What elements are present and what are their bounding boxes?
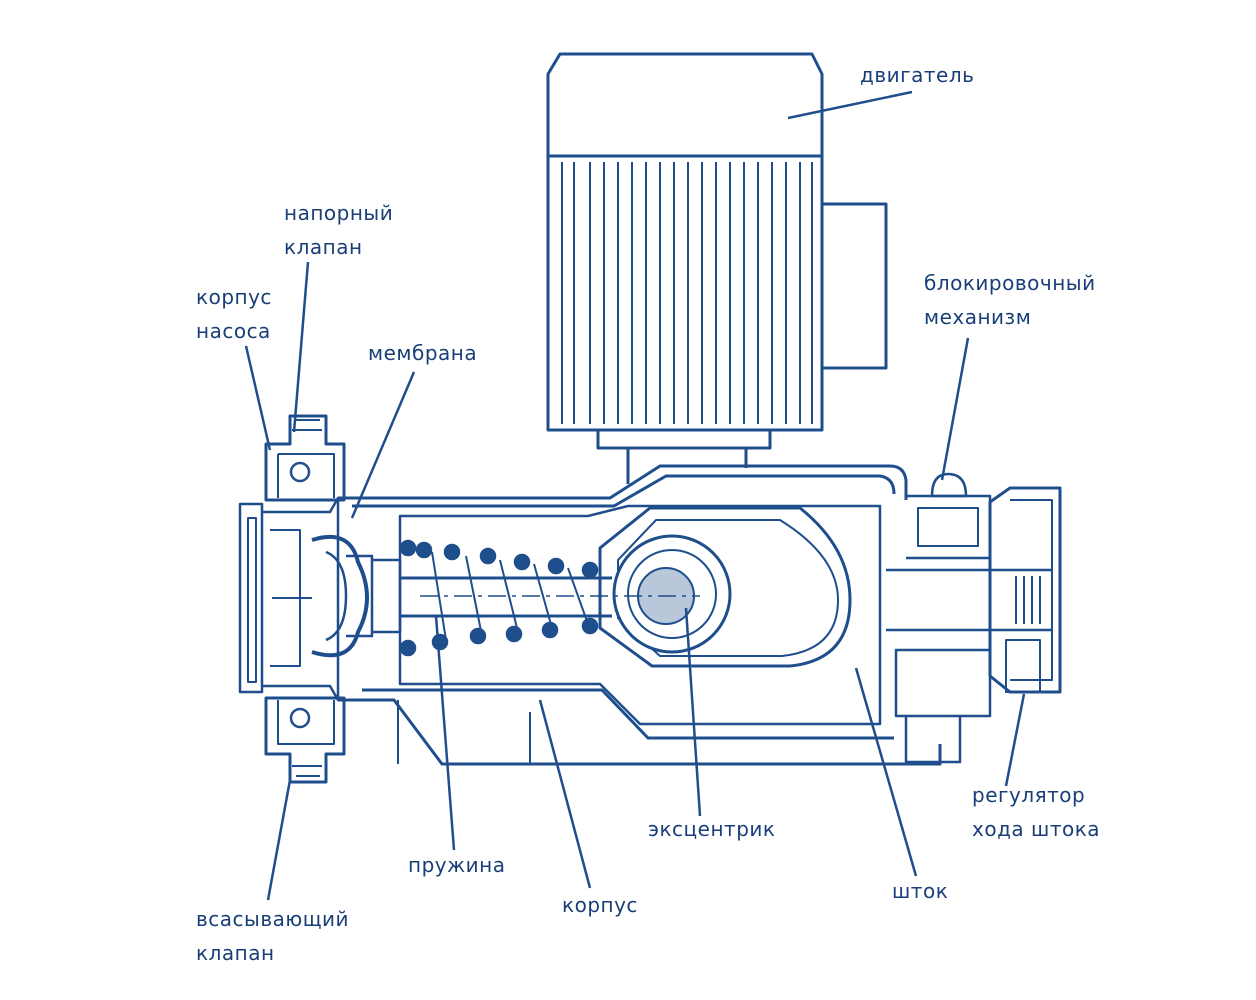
spring-label: пружина (408, 853, 506, 877)
stroke-regulator-label: регулятор хода штока (972, 783, 1101, 841)
motor-drawing (546, 52, 888, 484)
motor-label: двигатель (860, 63, 975, 87)
discharge-valve-label: напорный клапан (284, 201, 394, 259)
eccentric-link-drawing (598, 506, 852, 668)
pump-body-label: корпус насоса (196, 285, 272, 343)
suction-valve-drawing (264, 696, 346, 784)
suction-valve-label: всасывающий клапан (196, 907, 350, 965)
eccentric-drawing (612, 534, 732, 654)
membrane-label: мембрана (368, 341, 478, 365)
pump-head-drawing (238, 496, 340, 702)
stroke-regulator-drawing (886, 486, 1062, 764)
spring-coil-lines (431, 551, 589, 641)
locking-mechanism-drawing (906, 472, 992, 560)
housing-drawing (338, 464, 942, 766)
locking-mechanism-label: блокировочный механизм (924, 271, 1096, 329)
leader-lines (244, 90, 1026, 901)
spring-drawing (399, 539, 599, 657)
discharge-valve-drawing (264, 414, 346, 502)
membrane-drawing (311, 534, 402, 658)
housing-label: корпус (562, 893, 638, 917)
eccentric-label: эксцентрик (648, 817, 776, 841)
rod-label: шток (892, 879, 949, 903)
